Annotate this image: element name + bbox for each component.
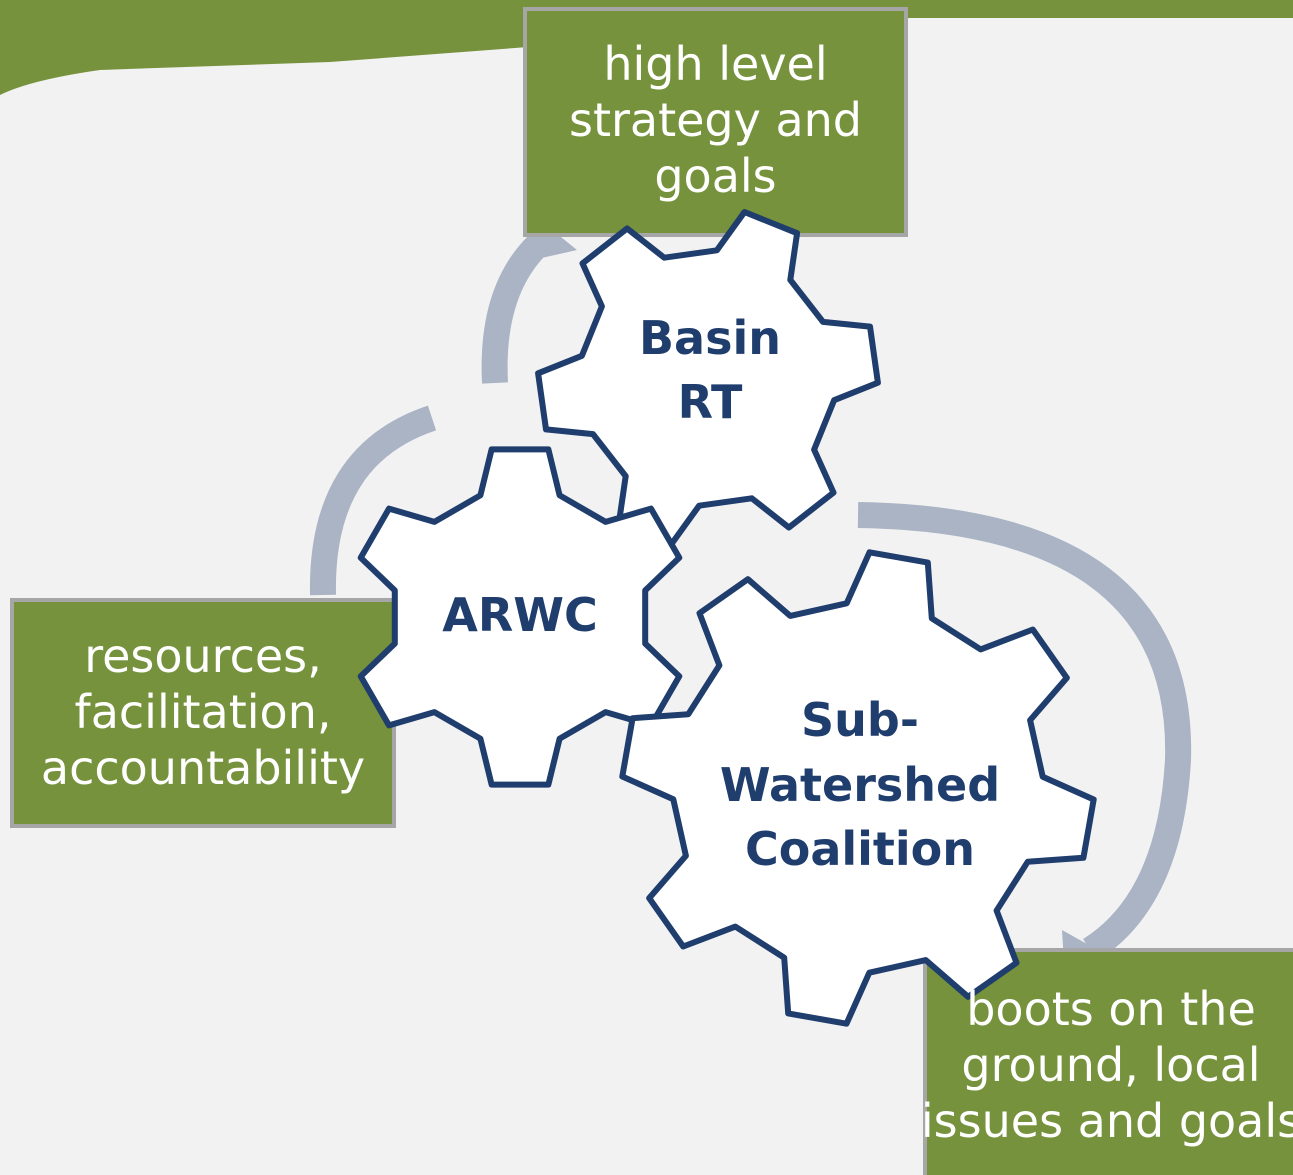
top-box-label: high level strategy and goals — [525, 20, 906, 220]
gear-basin-line: RT — [677, 375, 743, 429]
left-box-line: facilitation, — [74, 684, 332, 739]
arrow-to-left-box — [309, 405, 437, 596]
gear-arwc-line: ARWC — [442, 587, 598, 642]
top-box-line: goals — [654, 149, 777, 204]
gear-label-basin: Basin RT — [605, 305, 815, 435]
header-band — [0, 0, 1293, 95]
gear-icon — [357, 446, 683, 788]
gear-basin-line: Basin — [639, 310, 781, 365]
bottom-right-box-line: ground, local — [961, 1037, 1261, 1092]
top-box — [523, 7, 908, 237]
left-box — [10, 598, 396, 828]
gear-label-sub: Sub- Watershed Coalition — [700, 690, 1020, 880]
gear-sub-line: Sub- — [801, 693, 919, 748]
top-box-line: strategy and — [568, 92, 863, 147]
bottom-right-box-label: boots on the ground, local issues and go… — [921, 965, 1293, 1165]
arrow-to-top-box — [481, 228, 554, 384]
arrow-to-bottom-box — [857, 502, 1192, 962]
bottom-right-box-line: boots on the — [966, 981, 1256, 1036]
left-box-label: resources, facilitation, accountability — [12, 612, 394, 812]
gear-icon — [535, 209, 881, 547]
gear-label-arwc: ARWC — [420, 580, 620, 650]
left-box-line: accountability — [40, 741, 366, 796]
bottom-right-box-line: issues and goals — [920, 1094, 1293, 1149]
left-box-line: resources, — [84, 628, 322, 683]
gear-sub-line: Coalition — [744, 822, 976, 877]
gear-sub-line: Watershed — [719, 757, 1001, 812]
top-box-line: high level — [603, 36, 828, 91]
gear-icon — [619, 549, 1097, 1027]
